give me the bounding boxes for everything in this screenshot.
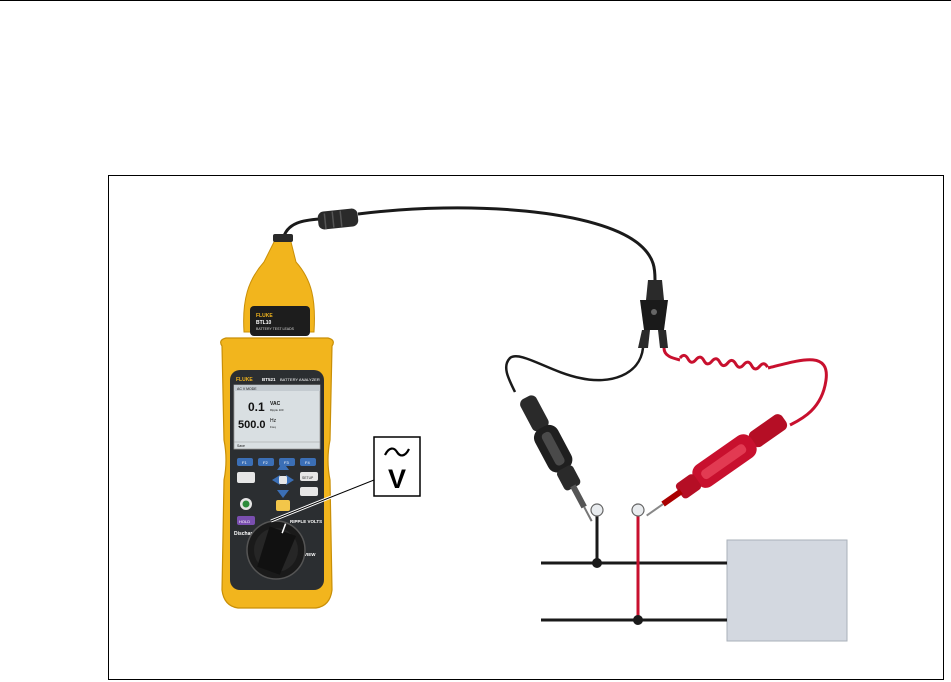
positive-test-point: [632, 504, 644, 516]
voltage-v-symbol: V: [388, 464, 406, 494]
probe-title: BATTERY TEST LEADS: [256, 327, 295, 331]
f4-key-label: F4: [305, 460, 310, 465]
positive-junction-dot: [633, 615, 643, 625]
meter-model-title: BATTERY ANALYZER: [280, 377, 320, 382]
f1-key-label: F1: [242, 460, 247, 465]
probe-brand: FLUKE: [256, 313, 273, 319]
test-lead-cable: [283, 208, 655, 280]
red-coil-cable: [664, 348, 826, 425]
dial-label-ripple: RIPPLE VOLTS: [290, 519, 322, 524]
menu-key[interactable]: [300, 487, 318, 496]
lcd-mode: AC V MODE: [237, 387, 257, 391]
red-probe: [639, 409, 792, 527]
ferrite-bead: [317, 208, 359, 230]
meter-brand: FLUKE: [236, 377, 253, 383]
negative-junction-dot: [592, 558, 602, 568]
lcd-reading-2: 500.0: [238, 419, 266, 431]
lead-splitter-clip: [638, 280, 668, 348]
nav-enter-button[interactable]: [279, 476, 287, 484]
setup-key-label: SETUP: [302, 476, 314, 480]
dial-label-view: VIEW: [304, 552, 316, 557]
load-box: [727, 540, 847, 641]
lcd-softkey-1: Save: [237, 444, 245, 448]
save-key[interactable]: [237, 472, 255, 483]
lcd-sub-1: Ripple 100: [270, 408, 284, 412]
negative-test-point: [591, 504, 603, 516]
lcd-screen: [234, 385, 320, 449]
battery-analyzer-meter: FLUKE BTL10 BATTERY TEST LEADS FLUKE BT5…: [221, 234, 334, 608]
light-key[interactable]: [276, 500, 290, 511]
lcd-unit-2: Hz: [270, 418, 277, 424]
lcd-reading-1: 0.1: [248, 400, 265, 414]
circuit: [541, 504, 847, 641]
lcd-unit-1: VAC: [270, 401, 281, 407]
f2-key-label: F2: [263, 460, 268, 465]
hold-key-label: HOLD: [239, 519, 250, 524]
f3-key-label: F3: [284, 460, 289, 465]
holster-cap: [273, 234, 293, 242]
probe-model: BTL10: [256, 320, 272, 326]
black-lead-wire: [506, 348, 643, 392]
main-cable: [358, 208, 655, 280]
black-probe: [514, 391, 603, 527]
meter-model: BT521: [262, 377, 276, 382]
lcd-sub-2: Freq: [270, 425, 276, 429]
